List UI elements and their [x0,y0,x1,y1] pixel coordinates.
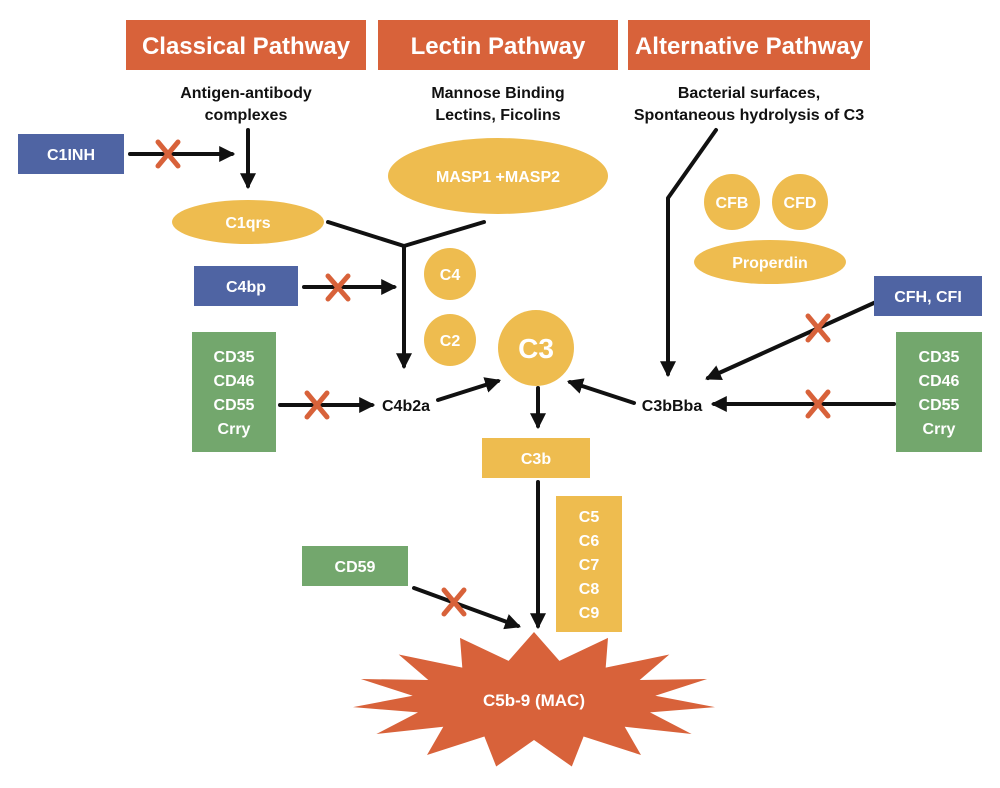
regulator-right-4: Crry [923,421,956,438]
factor-terminal-2: C6 [579,533,600,550]
inhibitor-c4bp: C4bp [194,266,298,306]
factor-terminal-4: C8 [579,581,600,598]
regulator-left-4: Crry [218,421,251,438]
x-mark-regulators-right [805,389,831,419]
x-mark-cd59 [441,587,467,617]
inhibitor-c1inh: C1INH [18,134,124,174]
factor-c3: C3 [498,310,574,386]
trigger-classical-line-2: complexes [205,107,288,124]
convertase-c3bbba-label: C3bBba [642,398,703,415]
factor-c3b: C3b [482,438,590,478]
regulator-left-3: CD55 [214,397,255,414]
factor-c4: C4 [424,248,476,300]
trigger-alternative-line-1: Bacterial surfaces, [678,85,820,102]
trigger-classical-line-1: Antigen-antibody [180,85,312,102]
trigger-lectin-line-2: Lectins, Ficolins [435,107,560,124]
inhibitor-c4bp-label: C4bp [226,279,266,296]
factor-terminal-3: C7 [579,557,600,574]
junction-c1qrs-masp [326,220,486,248]
trigger-lectin-line-1: Mannose Binding [431,85,564,102]
factor-c3b-label: C3b [521,451,551,468]
inhibitor-cfh-cfi-label: CFH, CFI [894,289,962,306]
trigger-classical: Antigen-antibody complexes [180,85,312,124]
factor-terminal-5: C9 [579,605,600,622]
factor-c2: C2 [424,314,476,366]
regulator-left-2: CD46 [214,373,255,390]
arrow-c3bbba-to-c3 [566,378,636,405]
factor-properdin-label: Properdin [732,255,808,272]
factor-c1qrs-label: C1qrs [225,215,270,232]
header-alternative: Alternative Pathway [628,20,870,70]
header-lectin-label: Lectin Pathway [411,33,586,60]
mac-starburst: C5b-9 (MAC) [353,632,715,767]
inhibitor-cfh-cfi: CFH, CFI [874,276,982,316]
convertase-c4b2a-label: C4b2a [382,398,430,415]
header-classical-label: Classical Pathway [142,33,351,60]
arrow-cfh-cfi-block [705,300,878,381]
regulators-left: CD35 CD46 CD55 Crry [192,332,276,452]
connectors [128,128,896,630]
header-lectin: Lectin Pathway [378,20,618,70]
regulator-right-1: CD35 [919,349,960,366]
regulator-left-1: CD35 [214,349,255,366]
mac-burst-shape [353,632,715,767]
trigger-alternative-line-2: Spontaneous hydrolysis of C3 [634,107,864,124]
factor-cfd-label: CFD [784,195,817,212]
factor-c4-label: C4 [440,267,461,284]
x-mark-c4bp [325,273,351,302]
trigger-alternative: Bacterial surfaces, Spontaneous hydrolys… [634,85,864,124]
x-mark-c1inh [155,139,181,169]
regulator-right-3: CD55 [919,397,960,414]
factor-cfd: CFD [772,174,828,230]
header-classical: Classical Pathway [126,20,366,70]
inhibitor-cd59-label: CD59 [335,559,376,576]
x-mark-regulators-left [304,390,330,420]
arrow-c4b2a-to-c3 [436,377,502,402]
trigger-lectin: Mannose Binding Lectins, Ficolins [431,85,564,124]
factor-masp: MASP1 +MASP2 [388,138,608,214]
factor-c1qrs: C1qrs [172,200,324,244]
factor-c2-label: C2 [440,333,461,350]
factor-c3-label: C3 [518,333,554,364]
factor-terminal-complex: C5 C6 C7 C8 C9 [556,496,622,632]
regulators-right: CD35 CD46 CD55 Crry [896,332,982,452]
header-alternative-label: Alternative Pathway [635,33,864,60]
inhibitor-c1inh-label: C1INH [47,147,95,164]
regulator-right-2: CD46 [919,373,960,390]
factor-cfb: CFB [704,174,760,230]
mac-label: C5b-9 (MAC) [483,691,585,710]
factor-terminal-1: C5 [579,509,600,526]
inhibitor-cd59: CD59 [302,546,408,586]
factor-properdin: Properdin [694,240,846,284]
x-mark-cfh-cfi [805,313,831,343]
factor-masp-label: MASP1 +MASP2 [436,169,560,186]
arrow-cd59-block [412,586,522,630]
factor-cfb-label: CFB [716,195,749,212]
arrow-alternative-to-c3bbba [660,128,718,378]
